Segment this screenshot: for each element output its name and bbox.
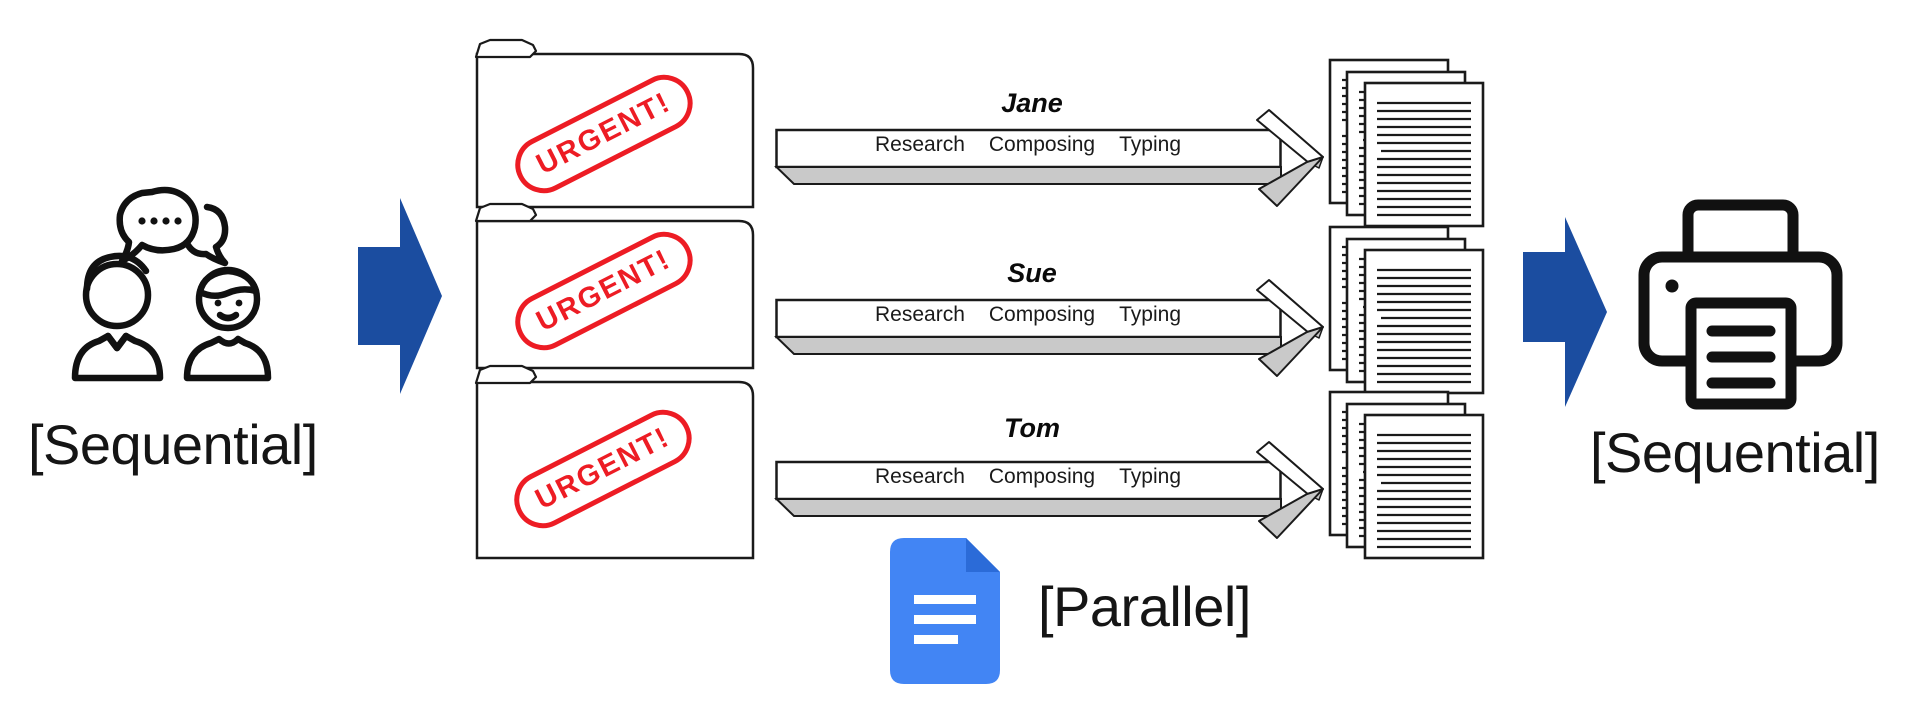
flow-arrow-icon <box>1523 217 1607 407</box>
step-label: Research <box>875 303 965 326</box>
left-sequential-label: [Sequential] <box>28 413 318 476</box>
speech-bubbles-icon <box>116 186 229 267</box>
google-docs-icon <box>890 538 1000 684</box>
printer-icon <box>1638 199 1843 410</box>
task-steps: Research Composing Typing <box>863 303 1193 327</box>
task-arrow-icon <box>775 278 1325 378</box>
step-label: Composing <box>988 133 1096 156</box>
step-label: Research <box>875 133 965 156</box>
task-steps: Research Composing Typing <box>863 465 1193 489</box>
task-steps: Research Composing Typing <box>863 133 1193 157</box>
worker-name: Jane <box>1001 88 1063 118</box>
document-stack-icon <box>1330 60 1483 226</box>
step-label: Typing <box>1119 465 1181 488</box>
task-arrow-icon <box>775 440 1325 540</box>
flow-arrow-icon <box>358 198 442 394</box>
step-label: Typing <box>1119 303 1181 326</box>
parallel-label: [Parallel] <box>1038 575 1251 638</box>
document-stack-icon <box>1330 392 1483 558</box>
document-stack-icon <box>1330 227 1483 393</box>
step-label: Composing <box>988 303 1096 326</box>
worker-name: Sue <box>1007 258 1057 288</box>
step-label: Composing <box>988 465 1096 488</box>
right-sequential-label: [Sequential] <box>1590 421 1880 484</box>
step-label: Research <box>875 465 965 488</box>
people-talking-icon <box>71 186 272 382</box>
person-left-icon <box>71 252 164 382</box>
worker-name: Tom <box>1004 413 1060 443</box>
folder-icon <box>474 202 755 370</box>
folder-icon <box>474 364 755 560</box>
person-right-icon <box>183 266 272 382</box>
task-arrow-icon <box>775 108 1325 208</box>
step-label: Typing <box>1119 133 1181 156</box>
folder-icon <box>474 38 755 209</box>
